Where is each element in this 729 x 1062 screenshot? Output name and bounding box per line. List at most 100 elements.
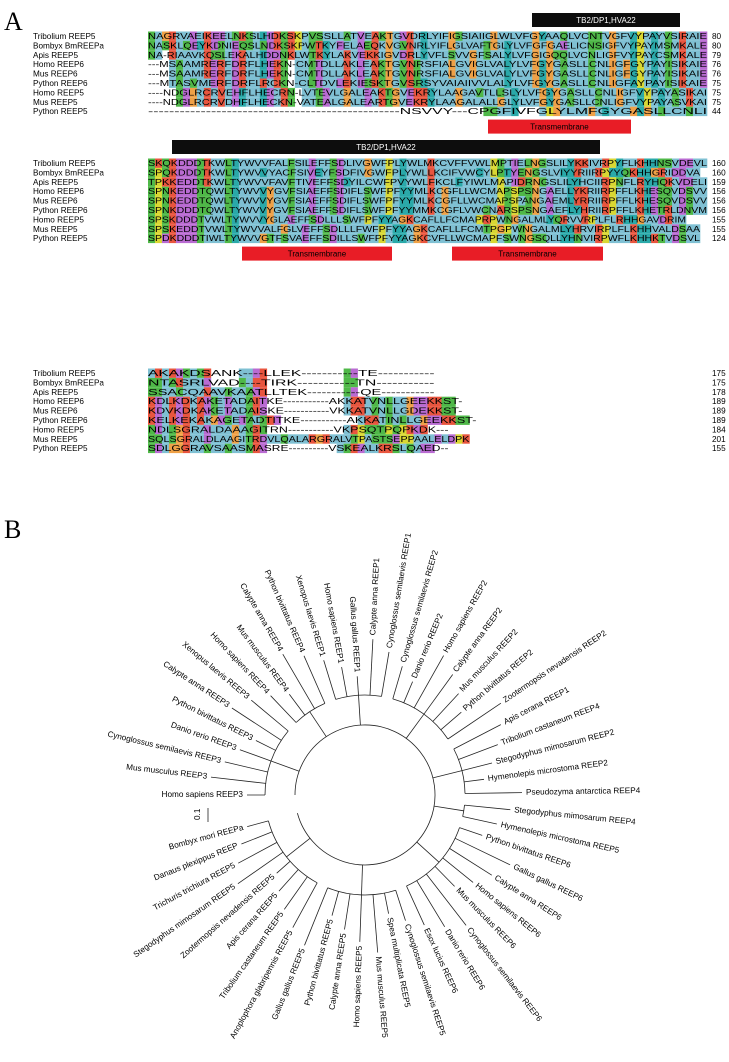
residue-cell — [532, 233, 540, 244]
residue-cell — [252, 406, 261, 416]
sequence-end-position: 124 — [712, 234, 726, 243]
residue-cell — [245, 40, 254, 51]
residue-cell — [630, 158, 638, 168]
residue-cell — [210, 443, 219, 454]
residue-cell — [420, 31, 428, 41]
residue-cell — [357, 31, 365, 41]
residue-cell — [350, 59, 358, 70]
residue-cell — [455, 205, 463, 215]
residue-cell — [553, 69, 561, 79]
residue-cell — [238, 224, 247, 234]
residue-cell — [231, 31, 240, 41]
residue-cell — [490, 196, 498, 206]
residue-cell — [651, 233, 659, 244]
residue-cell — [511, 40, 519, 51]
residue-cell — [427, 69, 435, 79]
residue-cell — [217, 40, 226, 51]
residue-cell — [392, 97, 400, 107]
residue-cell — [462, 40, 470, 51]
residue-cell — [532, 78, 540, 88]
residue-cell — [378, 424, 386, 435]
residue-cell — [161, 196, 170, 206]
residue-cell — [595, 106, 603, 117]
residue-cell — [399, 443, 407, 454]
residue-cell — [406, 214, 414, 225]
residue-cell — [581, 31, 589, 41]
residue-cell — [210, 406, 219, 416]
residue-cell — [406, 424, 414, 435]
residue-cell — [511, 50, 519, 60]
residue-cell — [448, 186, 456, 197]
residue-cell — [224, 415, 233, 425]
residue-cell — [420, 196, 428, 206]
residue-cell — [413, 31, 421, 41]
sequence-residues: SPNKDDDTQWLTYWVVYGVFSIAEFFSDIFLSWFPFYYMM… — [148, 206, 707, 215]
residue-cell — [602, 97, 610, 107]
residue-cell — [434, 406, 442, 416]
residue-cell — [203, 377, 212, 388]
residue-cell — [175, 233, 184, 244]
residue-cell — [161, 415, 170, 425]
leaf-branch — [384, 893, 389, 914]
residue-cell — [148, 50, 156, 60]
residue-cell — [609, 186, 617, 197]
residue-cell — [175, 69, 184, 79]
residue-cell — [378, 40, 386, 51]
residue-cell — [651, 59, 659, 70]
residue-cell — [252, 224, 261, 234]
residue-cell — [406, 167, 414, 178]
residue-cell — [231, 406, 240, 416]
residue-cell — [441, 186, 449, 197]
residue-cell — [469, 97, 477, 107]
residue-cell — [343, 40, 351, 51]
residue-cell — [231, 78, 240, 88]
residue-cell — [217, 424, 226, 435]
residue-cell — [224, 167, 233, 178]
residue-cell — [679, 177, 687, 187]
residue-cell — [448, 59, 456, 70]
residue-cell — [637, 97, 645, 107]
leaf-branch — [210, 776, 266, 784]
residue-cell — [644, 87, 652, 98]
residue-cell — [273, 78, 282, 88]
residue-cell — [567, 87, 575, 98]
residue-cell — [385, 415, 393, 425]
residue-cell — [651, 205, 659, 215]
residue-cell — [623, 186, 631, 197]
residue-cell — [175, 396, 184, 407]
residue-cell — [371, 415, 379, 425]
residue-cell — [357, 396, 365, 407]
tree-leaf-label: Stegodyphus mimosarum REEP4 — [514, 805, 637, 826]
residue-cell — [336, 40, 344, 51]
residue-cell — [427, 196, 435, 206]
residue-cell — [665, 106, 673, 117]
residue-cell — [539, 69, 547, 79]
residue-cell — [252, 196, 261, 206]
residue-cell — [651, 106, 659, 117]
residue-cell — [148, 377, 156, 388]
residue-cell — [392, 87, 400, 98]
clade-arc — [295, 703, 326, 723]
residue-cell — [399, 434, 407, 444]
residue-cell — [364, 87, 372, 98]
residue-cell — [693, 78, 701, 88]
residue-cell — [644, 40, 652, 51]
residue-cell — [259, 214, 268, 225]
residue-cell — [301, 59, 310, 70]
residue-cell — [196, 434, 205, 444]
residue-cell — [238, 424, 247, 435]
sequence-row: NASKLQEYKDNIEQSLNDKSKPWTKYFELAEQKVGVNRLY… — [148, 40, 708, 51]
residue-cell — [280, 224, 289, 234]
residue-cell — [602, 196, 610, 206]
residue-cell — [364, 97, 372, 107]
residue-cell — [252, 78, 261, 88]
tree-leaf-label: Danaus plexippus REEP — [153, 841, 240, 883]
sequence-end-position: 80 — [712, 32, 722, 41]
residue-cell — [637, 158, 645, 168]
residue-cell — [469, 69, 477, 79]
residue-cell — [385, 31, 393, 41]
residue-cell — [700, 59, 708, 70]
residue-cell — [308, 214, 316, 225]
residue-cell — [483, 224, 491, 234]
residue-cell — [609, 40, 617, 51]
